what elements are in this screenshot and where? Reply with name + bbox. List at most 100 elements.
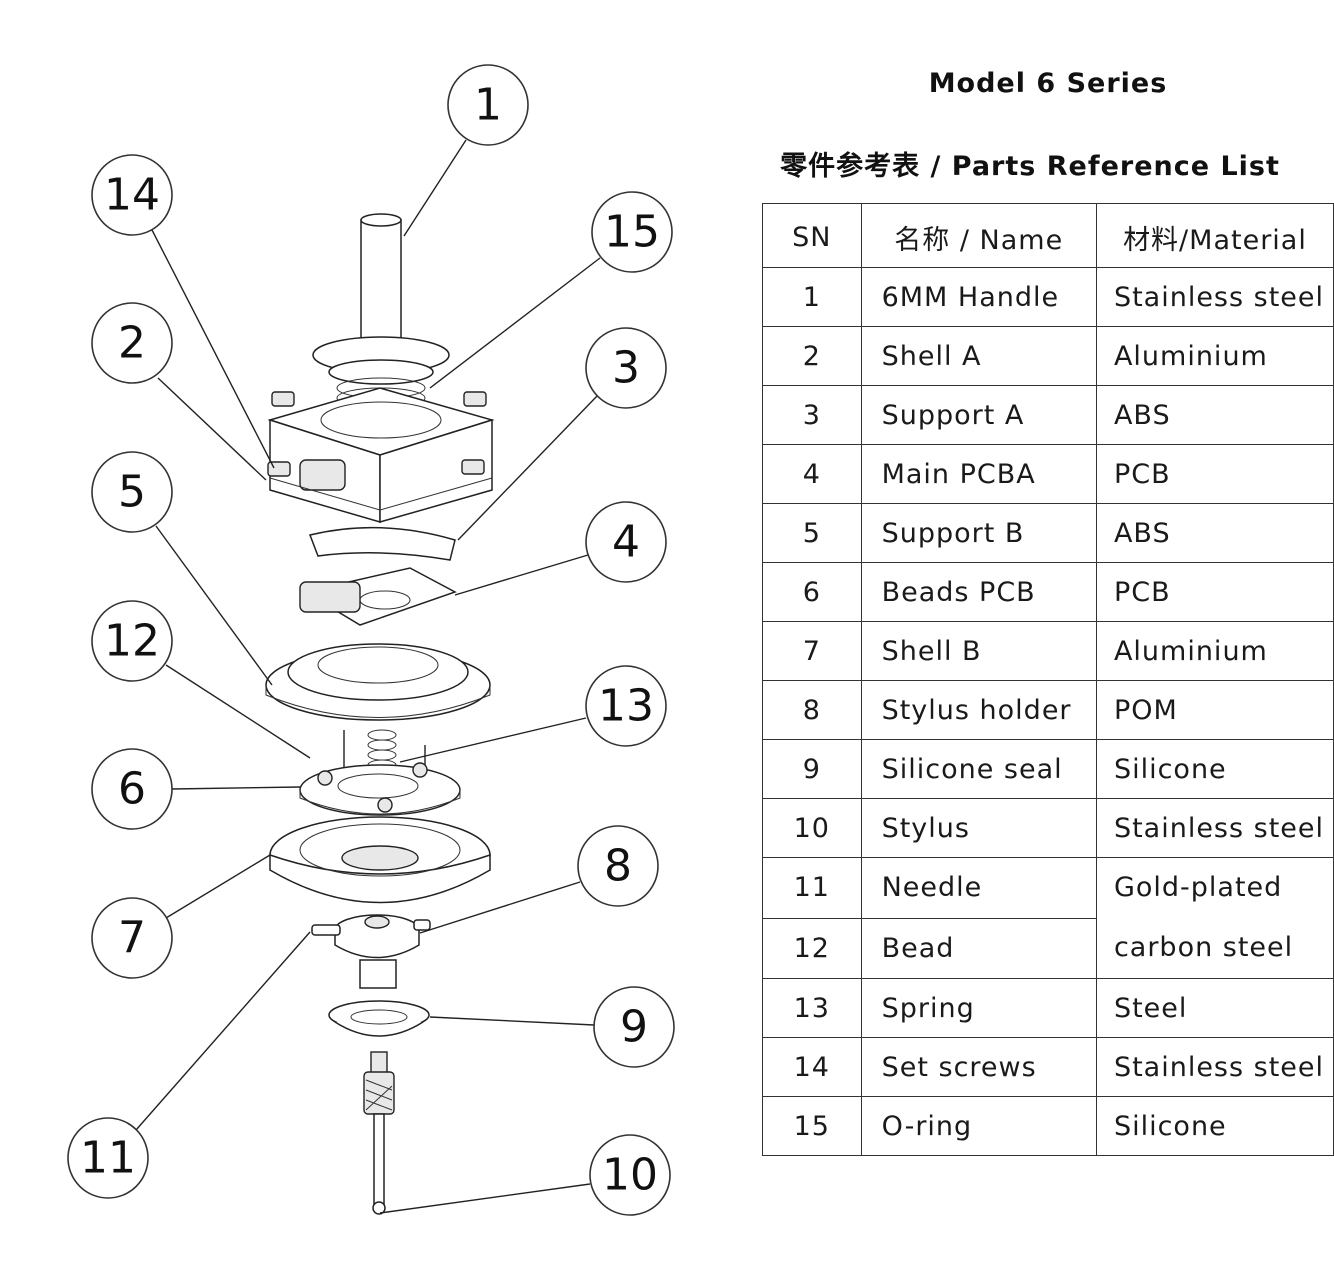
- part-stylus: [363, 1051, 395, 1215]
- svg-text:12: 12: [104, 616, 160, 667]
- callout-9: 9: [593, 986, 675, 1068]
- cell-material: POM: [1095, 680, 1334, 740]
- callout-6: 6: [91, 748, 173, 830]
- cell-name: 6MM Handle: [860, 267, 1097, 327]
- cell-sn: 2: [762, 326, 862, 386]
- cell-name: Spring: [860, 978, 1097, 1038]
- cell-name: Support B: [860, 503, 1097, 563]
- part-shell-a: [267, 387, 495, 523]
- cell-material: Aluminium: [1095, 621, 1334, 681]
- cell-sn: 4: [762, 444, 862, 504]
- svg-text:5: 5: [118, 467, 146, 518]
- svg-text:1: 1: [474, 80, 502, 131]
- cell-name: Silicone seal: [860, 739, 1097, 799]
- svg-text:3: 3: [612, 343, 640, 394]
- cell-sn: 8: [762, 680, 862, 740]
- svg-text:14: 14: [104, 170, 160, 221]
- part-main-pcba: [299, 567, 457, 626]
- cell-material: Silicone: [1095, 739, 1334, 799]
- cell-sn: 14: [762, 1037, 862, 1097]
- cell-sn: 3: [762, 385, 862, 445]
- header-material: 材料/Material: [1095, 203, 1334, 268]
- part-set-screws: [267, 391, 487, 477]
- cell-material: Silicone: [1095, 1096, 1334, 1156]
- callout-15: 15: [591, 191, 673, 273]
- table-header-row: SN 名称 / Name 材料/Material: [762, 203, 1334, 268]
- callout-10: 10: [589, 1134, 671, 1216]
- callout-3: 3: [585, 327, 667, 409]
- part-silicone-seal: [328, 1000, 430, 1037]
- cell-material: Stainless steel: [1095, 798, 1334, 858]
- callout-2: 2: [91, 302, 173, 384]
- material-line-2: carbon steel: [1113, 932, 1294, 963]
- cell-material: ABS: [1095, 385, 1334, 445]
- cell-material-merged: Gold-plated carbon steel: [1095, 857, 1334, 979]
- cell-name: Support A: [860, 385, 1097, 445]
- callout-12: 12: [91, 600, 173, 682]
- cell-name: Stylus: [860, 798, 1097, 858]
- cell-sn: 13: [762, 978, 862, 1038]
- cell-name: O-ring: [860, 1096, 1097, 1156]
- cell-name: Beads PCB: [860, 562, 1097, 622]
- part-handle: [360, 213, 402, 346]
- svg-text:10: 10: [602, 1150, 658, 1201]
- cell-name: Set screws: [860, 1037, 1097, 1097]
- svg-text:9: 9: [620, 1002, 648, 1053]
- callout-7: 7: [91, 897, 173, 979]
- table-row: 11 Needle Gold-plated carbon steel: [762, 857, 1334, 979]
- callout-8: 8: [577, 825, 659, 907]
- material-line-1: Gold-plated: [1113, 872, 1283, 903]
- svg-text:6: 6: [118, 764, 146, 815]
- svg-text:4: 4: [612, 517, 640, 568]
- cell-name: Shell A: [860, 326, 1097, 386]
- cell-material: Steel: [1095, 978, 1334, 1038]
- cell-material: PCB: [1095, 444, 1334, 504]
- header-sn: SN: [762, 203, 862, 268]
- part-o-ring: [312, 336, 450, 409]
- cell-name: Stylus holder: [860, 680, 1097, 740]
- cell-material: Stainless steel: [1095, 267, 1334, 327]
- svg-text:8: 8: [604, 841, 632, 892]
- cell-name: Bead: [860, 917, 1097, 979]
- callout-13: 13: [585, 665, 667, 747]
- svg-text:7: 7: [118, 913, 146, 964]
- cell-material: PCB: [1095, 562, 1334, 622]
- svg-text:13: 13: [598, 681, 654, 732]
- cell-material: Stainless steel: [1095, 1037, 1334, 1097]
- svg-text:15: 15: [604, 207, 660, 258]
- cell-material: ABS: [1095, 503, 1334, 563]
- model-title: Model 6 Series: [928, 68, 1168, 99]
- header-name: 名称 / Name: [860, 203, 1097, 268]
- part-support-a: [308, 526, 456, 561]
- exploded-assembly-diagram: 1 14 15 2 3 5 4 12 13 6 8 7 9 11 10: [67, 64, 675, 1216]
- cell-name: Shell B: [860, 621, 1097, 681]
- part-stylus-holder: [311, 914, 431, 989]
- part-support-b: [265, 643, 491, 721]
- table-row: 12 Bead: [762, 917, 1334, 979]
- cell-sn: 12: [762, 917, 862, 979]
- cell-sn: 11: [762, 857, 862, 919]
- cell-sn: 5: [762, 503, 862, 563]
- svg-text:2: 2: [118, 318, 146, 369]
- part-beads-pcb: [299, 762, 461, 816]
- cell-name: Needle: [860, 857, 1097, 919]
- parts-list-title: 零件参考表 / Parts Reference List: [780, 151, 1280, 182]
- cell-material: Aluminium: [1095, 326, 1334, 386]
- callout-5: 5: [91, 451, 173, 533]
- cell-sn: 7: [762, 621, 862, 681]
- svg-text:11: 11: [80, 1133, 136, 1184]
- cell-sn: 9: [762, 739, 862, 799]
- callout-4: 4: [585, 501, 667, 583]
